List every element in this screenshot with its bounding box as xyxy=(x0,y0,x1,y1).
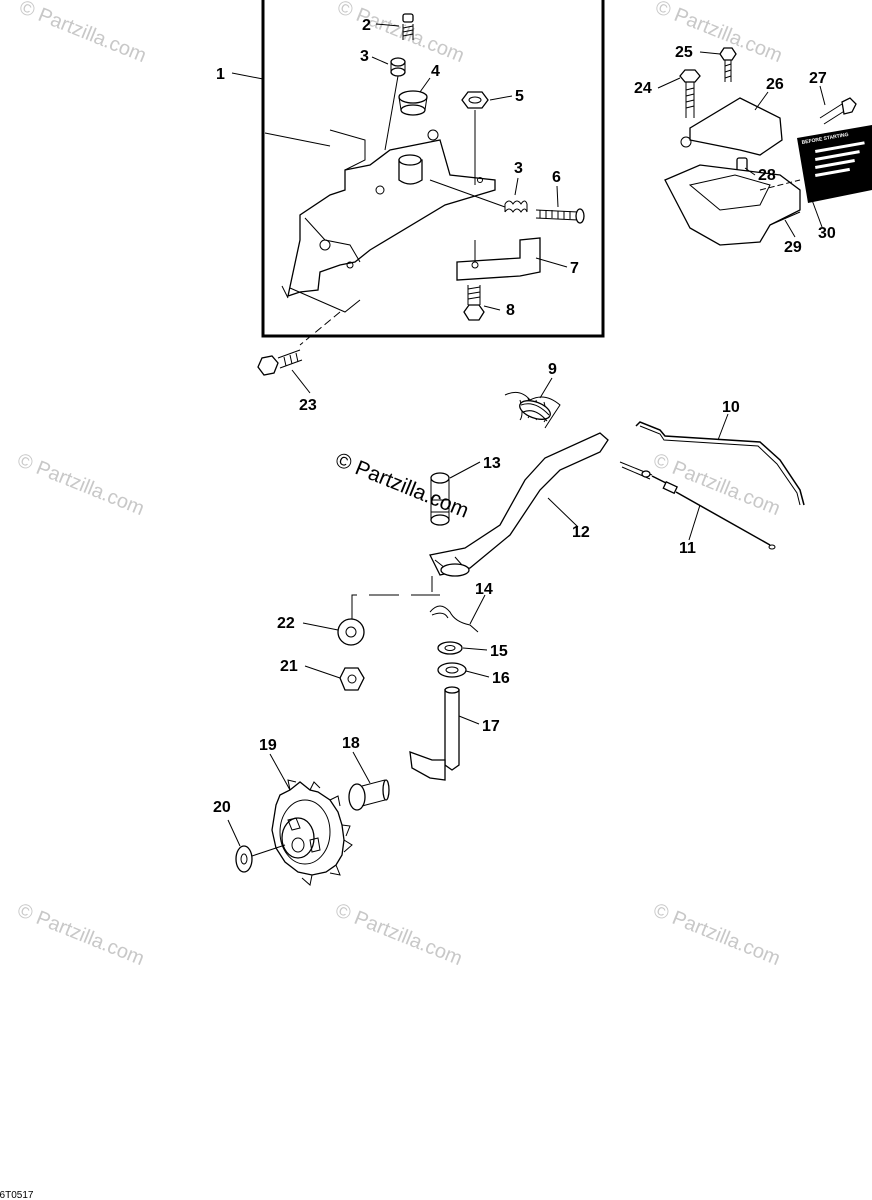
callout-10: 10 xyxy=(722,399,740,416)
watermark-bottom-right: © Partzilla.com xyxy=(650,899,783,970)
cover-group: BEFORE STARTING xyxy=(664,47,872,246)
washer-15 xyxy=(437,641,463,655)
plate-7 xyxy=(456,237,541,281)
washer-22 xyxy=(337,618,365,646)
bolt-23 xyxy=(257,349,303,376)
callout-15: 15 xyxy=(490,643,508,660)
callout-8: 8 xyxy=(506,302,515,319)
callout-6: 6 xyxy=(552,169,561,186)
callout-4: 4 xyxy=(431,63,440,80)
watermark-bottom-left: © Partzilla.com xyxy=(14,899,147,970)
spring-3-lower xyxy=(504,200,528,213)
callout-19: 19 xyxy=(259,737,277,754)
pin-18 xyxy=(348,779,390,811)
cup-4 xyxy=(398,90,428,116)
inset-frame xyxy=(261,0,605,338)
pivot-boss xyxy=(398,154,423,185)
callout-3-upper: 3 xyxy=(360,48,369,65)
callout-18: 18 xyxy=(342,735,360,752)
control-bracket xyxy=(281,129,496,313)
spring-9 xyxy=(504,391,561,429)
stud-13 xyxy=(430,472,450,526)
watermark-bottom-center: © Partzilla.com xyxy=(332,899,465,970)
watermark-center: © Partzilla.com xyxy=(332,448,472,522)
callout-24: 24 xyxy=(634,80,652,97)
nut-5 xyxy=(461,91,489,109)
watermark-top-left: © Partzilla.com xyxy=(16,0,149,67)
figure-code: 46T0517 xyxy=(0,1190,34,1200)
leader-lines xyxy=(227,23,826,847)
callout-3-lower: 3 xyxy=(514,160,523,177)
callout-21: 21 xyxy=(280,658,298,675)
callout-29: 29 xyxy=(784,239,802,256)
nut-21 xyxy=(339,667,365,691)
callout-25: 25 xyxy=(675,44,693,61)
watermark-top-right: © Partzilla.com xyxy=(652,0,785,67)
callout-2: 2 xyxy=(362,17,371,34)
callout-23: 23 xyxy=(299,397,317,414)
lever-12 xyxy=(429,432,609,577)
watermark-top-center: © Partzilla.com xyxy=(334,0,467,67)
callout-30: 30 xyxy=(818,225,836,242)
callout-20: 20 xyxy=(213,799,231,816)
washer-16 xyxy=(437,662,467,678)
callout-9: 9 xyxy=(548,361,557,378)
callout-12: 12 xyxy=(572,524,590,541)
clip-14 xyxy=(429,605,479,633)
callout-13: 13 xyxy=(483,455,501,472)
callout-5: 5 xyxy=(515,88,524,105)
rod-10 xyxy=(635,421,805,506)
callout-27: 27 xyxy=(809,70,827,87)
washer-20 xyxy=(235,844,286,873)
callout-26: 26 xyxy=(766,76,784,93)
callout-1: 1 xyxy=(216,66,225,83)
gear-19 xyxy=(271,779,353,886)
callout-28: 28 xyxy=(758,167,776,184)
callout-14: 14 xyxy=(475,581,493,598)
callout-11: 11 xyxy=(679,540,696,557)
callout-labels: 1 2 3 4 5 3 6 7 8 23 9 10 11 12 13 14 15… xyxy=(213,17,836,816)
watermark-mid-left: © Partzilla.com xyxy=(14,449,147,520)
callout-16: 16 xyxy=(492,670,510,687)
bolt-8 xyxy=(463,285,485,321)
spacer-3-upper xyxy=(390,57,406,77)
bolt-6 xyxy=(535,208,585,224)
callout-7: 7 xyxy=(570,260,579,277)
callout-17: 17 xyxy=(482,718,500,735)
screw-2 xyxy=(402,13,414,40)
cable-11 xyxy=(619,461,776,550)
shaft-17 xyxy=(409,686,460,781)
callout-22: 22 xyxy=(277,615,295,632)
